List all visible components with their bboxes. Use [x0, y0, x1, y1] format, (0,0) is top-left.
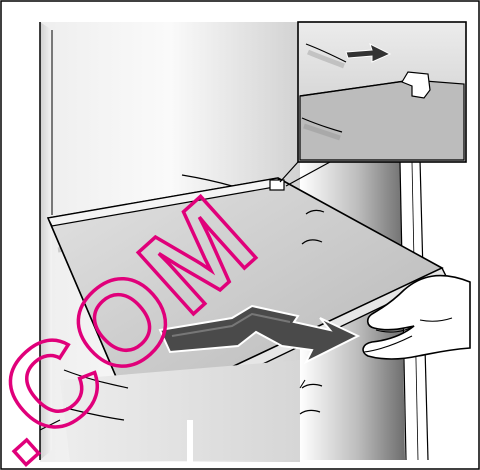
inset-detail [280, 22, 466, 186]
